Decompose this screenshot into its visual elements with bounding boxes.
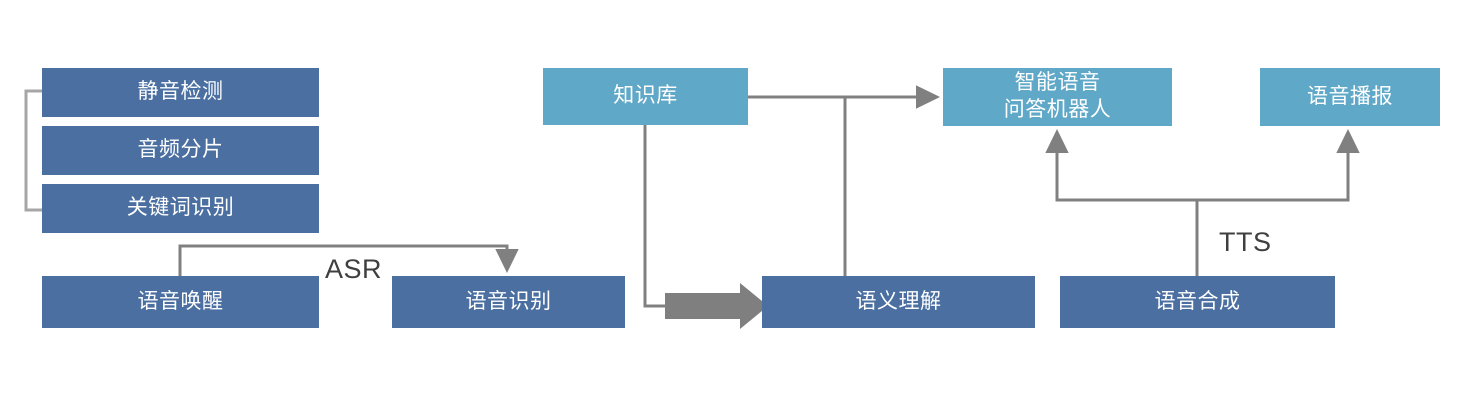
- node-label: 知识库: [613, 84, 678, 108]
- node-speech-synthesis[interactable]: 语音合成: [1060, 276, 1335, 328]
- node-voice-wakeup[interactable]: 语音唤醒: [42, 276, 319, 328]
- edge-label-asr: ASR: [325, 254, 383, 284]
- node-qa-robot[interactable]: 智能语音 问答机器人: [943, 68, 1172, 126]
- node-label: 语音播报: [1307, 84, 1393, 108]
- node-label: 语音唤醒: [137, 289, 224, 313]
- node-speech-recognition[interactable]: 语音识别: [392, 276, 625, 328]
- group-bracket-connector: [24, 89, 42, 212]
- node-keyword-spotting[interactable]: 关键词识别: [42, 184, 319, 233]
- node-voice-broadcast[interactable]: 语音播报: [1260, 68, 1440, 126]
- node-label: 语音识别: [465, 289, 552, 313]
- node-label: 关键词识别: [126, 196, 235, 220]
- node-label: 智能语音 问答机器人: [1003, 71, 1112, 121]
- kb-to-semantic-connector: [643, 125, 668, 308]
- node-label: 静音检测: [137, 80, 224, 104]
- node-label: 语音合成: [1154, 289, 1241, 313]
- edge-label-tts: TTS: [1219, 227, 1272, 257]
- node-knowledge-base[interactable]: 知识库: [543, 68, 748, 125]
- tts-connector: [1045, 129, 1360, 276]
- node-label: 语义理解: [855, 289, 942, 313]
- node-silence-detection[interactable]: 静音检测: [42, 68, 319, 117]
- node-audio-segmentation[interactable]: 音频分片: [42, 126, 319, 175]
- node-label: 音频分片: [137, 138, 224, 162]
- asr-thick-arrow-connector: [665, 283, 768, 329]
- node-semantic-understanding[interactable]: 语义理解: [762, 276, 1035, 328]
